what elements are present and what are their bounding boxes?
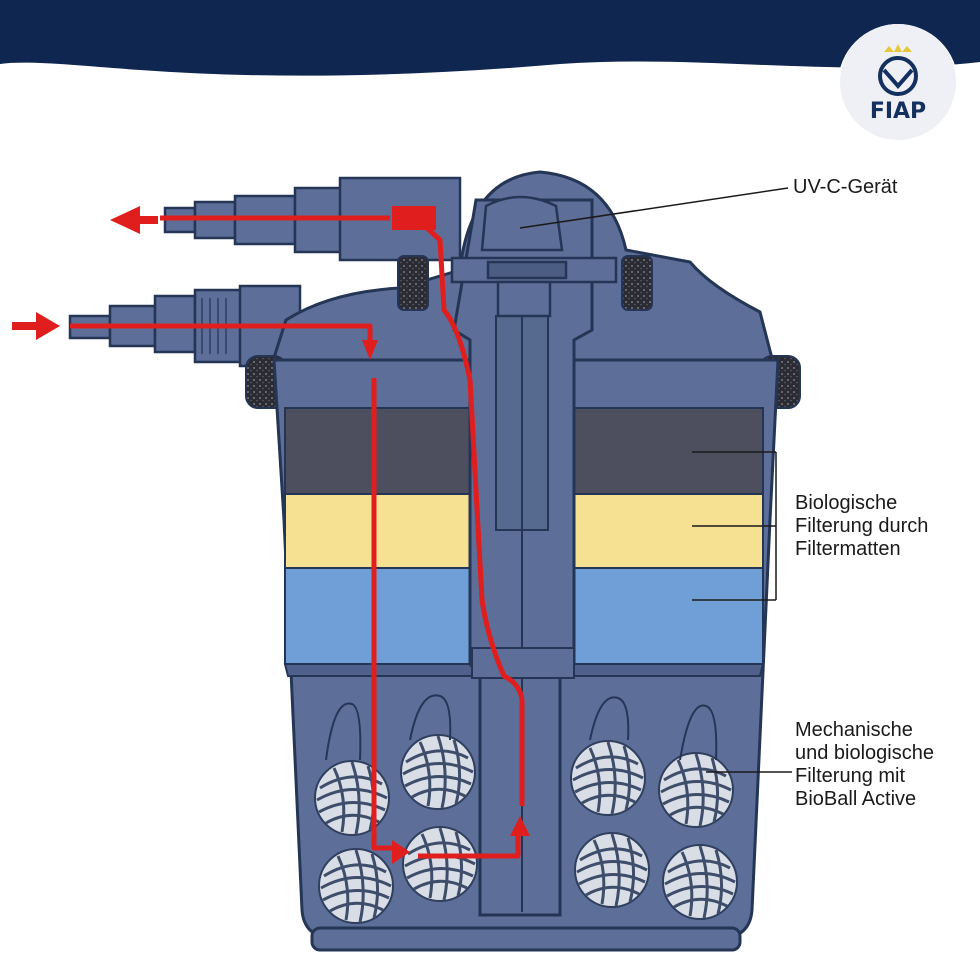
- bio-label-line-3: Filtermatten: [795, 538, 901, 560]
- water-flow: [70, 214, 525, 859]
- filter-base: [310, 926, 742, 952]
- uv-outlet-block: [392, 206, 436, 230]
- bio-filter-label: Biologische Filterung durch Filtermatten: [795, 492, 928, 561]
- mech-label-line-2: und biologische: [795, 742, 934, 764]
- column-coupling: [471, 647, 575, 679]
- basket-loops: [325, 694, 718, 761]
- seal-top-left: [397, 255, 429, 311]
- inlet-arrow: [12, 312, 60, 340]
- mech-label-line-4: BioBall Active: [795, 788, 917, 810]
- uvc-label-text: UV-C-Gerät: [793, 176, 898, 198]
- bio-label-line-1: Biologische: [795, 492, 898, 514]
- leader-lines: [519, 187, 792, 773]
- mech-label-line-3: Filterung mit: [795, 765, 906, 787]
- mech-filter-label: Mechanische und biologische Filterung mi…: [795, 719, 934, 811]
- fiap-logo: [838, 24, 958, 144]
- uvc-unit: [450, 195, 618, 318]
- header-banner: [0, 0, 980, 76]
- seal-top-right: [621, 255, 653, 311]
- outlet-arrow: [110, 206, 158, 234]
- mech-label-line-1: Mechanische: [795, 719, 913, 741]
- logo-text: FIAP: [870, 99, 926, 124]
- uvc-label: UV-C-Gerät: [793, 176, 897, 199]
- flow-arrowheads: [362, 340, 530, 864]
- bio-label-line-2: Filterung durch: [795, 515, 929, 537]
